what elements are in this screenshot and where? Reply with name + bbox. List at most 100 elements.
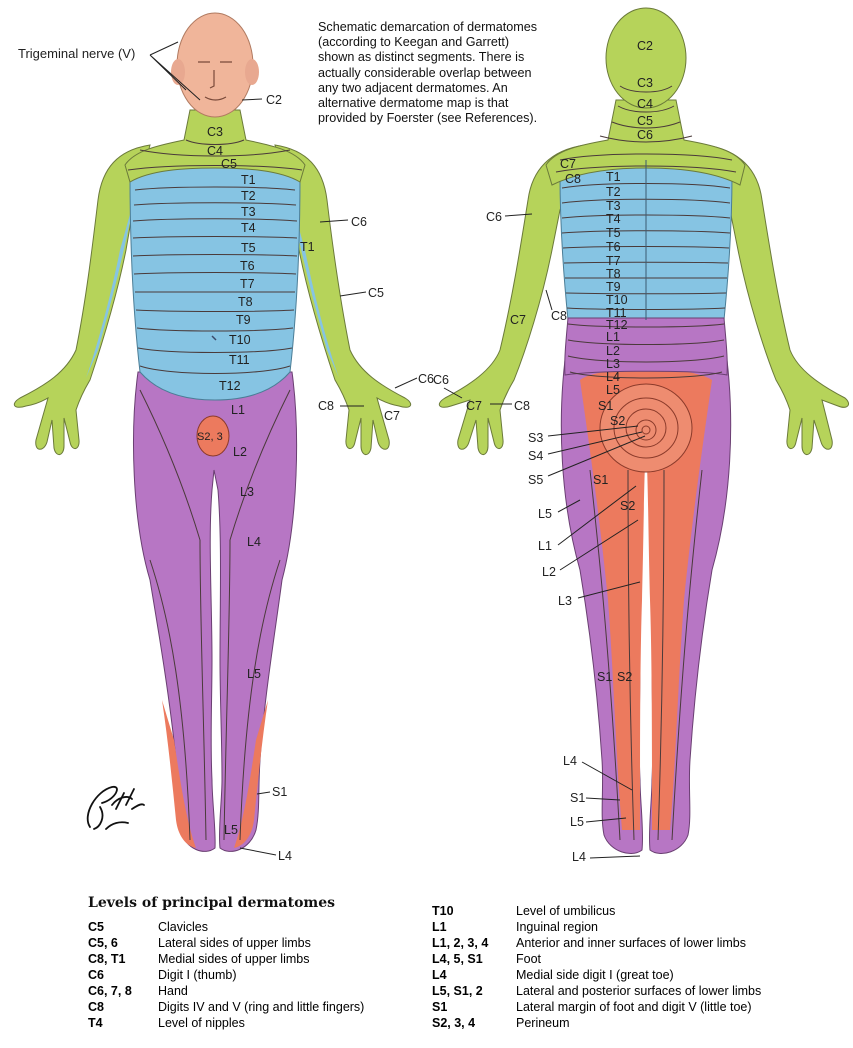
legend-desc: Foot	[516, 952, 542, 966]
front-pointer-lines	[149, 41, 418, 856]
label-back-arm-c8: C8	[551, 309, 567, 323]
label-back-t7: T7	[606, 254, 621, 268]
label-back-t11: T11	[606, 306, 627, 320]
label-trigeminal: Trigeminal nerve (V)	[18, 46, 135, 61]
front-umbilicus	[211, 335, 217, 341]
label-front-t5: T5	[241, 241, 256, 255]
legend-code: C6	[88, 968, 104, 982]
label-back-c7: C7	[560, 157, 576, 171]
front-left-arm-t1	[86, 200, 134, 378]
label-back-t8: T8	[606, 267, 621, 281]
front-right-arm-t1	[291, 200, 339, 378]
label-front-t9: T9	[236, 313, 251, 327]
legend-code: S1	[432, 1000, 448, 1014]
front-left-ear	[171, 59, 185, 85]
legend-code: L1	[432, 920, 447, 934]
label-front-arm-c6: C6	[351, 215, 367, 229]
front-torso-bands	[132, 186, 298, 374]
legend-desc: Hand	[158, 984, 188, 998]
legend-code: T10	[432, 904, 454, 918]
label-front-l5: L5	[247, 667, 261, 681]
front-right-ear	[245, 59, 259, 85]
legend-desc: Level of nipples	[158, 1016, 245, 1030]
label-back-leg-l3: L3	[558, 594, 572, 608]
label-back-hand-c8: C8	[514, 399, 530, 413]
label-back-t2: T2	[606, 185, 621, 199]
note-line: (according to Keegan and Garrett)	[318, 35, 510, 50]
front-left-arm	[13, 144, 151, 455]
legend-desc: Perineum	[516, 1016, 570, 1030]
label-front-l1: L1	[231, 403, 245, 417]
label-back-c4: C4	[637, 97, 653, 111]
legend-code: T4	[88, 1016, 103, 1030]
label-back-calf-s2: S2	[617, 670, 632, 684]
legend-desc: Medial side digit I (great toe)	[516, 968, 674, 982]
label-front-l4: L4	[247, 535, 261, 549]
label-front-arm-c5: C5	[368, 286, 384, 300]
legend-code: C5, 6	[88, 936, 118, 950]
label-front-c3: C3	[207, 125, 223, 139]
legend-desc: Digit I (thumb)	[158, 968, 237, 982]
note-line: actually considerable overlap between	[318, 65, 532, 80]
legend-desc: Level of umbilicus	[516, 904, 616, 918]
label-front-t12: T12	[219, 379, 241, 393]
back-sacral-rings	[599, 383, 693, 473]
legend-desc: Inguinal region	[516, 920, 599, 934]
back-left-arm	[438, 144, 586, 455]
label-back-calf-s1: S1	[597, 670, 612, 684]
label-back-arm-c6: C6	[486, 210, 502, 224]
label-front-t2: T2	[241, 189, 256, 203]
label-back-leg-s2: S2	[620, 499, 635, 513]
label-back-arm-c7: C7	[510, 313, 526, 327]
front-leg-s1-left	[162, 700, 196, 848]
label-back-leg-s1: S1	[593, 473, 608, 487]
back-right-arm	[704, 144, 849, 455]
legend-desc: Lateral sides of upper limbs	[158, 936, 311, 950]
label-back-t5: T5	[606, 226, 621, 240]
label-front-s23: S2, 3	[197, 431, 223, 443]
label-back-t12: T12	[606, 318, 628, 332]
front-leg-s1-right	[234, 700, 268, 848]
legend-code: L4	[432, 968, 447, 982]
label-back-l1: L1	[606, 330, 620, 344]
front-figure: Trigeminal nerve (V) C2 C3 C4 C5 T1 T2 T…	[13, 12, 434, 863]
label-back-s1: S1	[598, 399, 613, 413]
note-line: Schematic demarcation of dermatomes	[318, 20, 538, 34]
dermatome-figure: Trigeminal nerve (V) C2 C3 C4 C5 T1 T2 T…	[13, 7, 849, 864]
label-back-foot-l4b: L4	[572, 850, 586, 864]
label-front-l3: L3	[240, 485, 254, 499]
legend-desc: Medial sides of upper limbs	[158, 952, 310, 966]
label-front-t4: T4	[241, 221, 256, 235]
label-back-t6: T6	[606, 240, 621, 254]
front-face	[198, 61, 232, 101]
label-back-hand-c6: C6	[433, 373, 449, 387]
label-front-l5-foot: L5	[224, 823, 238, 837]
label-front-c2: C2	[266, 93, 282, 107]
legend-code: L1, 2, 3, 4	[432, 936, 489, 950]
label-front-t8: T8	[238, 295, 253, 309]
label-back-t1: T1	[606, 170, 621, 184]
label-back-l2: L2	[606, 344, 620, 358]
label-back-t9: T9	[606, 280, 621, 294]
label-front-l2: L2	[233, 445, 247, 459]
label-front-t6: T6	[240, 259, 255, 273]
legend-code: C6, 7, 8	[88, 984, 132, 998]
front-leg-bands	[139, 389, 291, 841]
note-line: provided by Foerster (see References).	[318, 111, 538, 126]
legend-code: L4, 5, S1	[432, 952, 483, 966]
label-back-c3: C3	[637, 76, 653, 90]
legend-code: C8	[88, 1000, 104, 1014]
note-line: shown as distinct segments. There is	[318, 50, 525, 65]
label-back-hand-c7: C7	[466, 399, 482, 413]
label-back-s2: S2	[610, 414, 625, 428]
label-front-t7: T7	[240, 277, 255, 291]
legend-code: C8, T1	[88, 952, 126, 966]
label-back-foot-l4: L4	[563, 754, 577, 768]
front-neck-bands	[127, 139, 303, 171]
legend-desc: Digits IV and V (ring and little fingers…	[158, 1000, 365, 1014]
label-back-foot-s1: S1	[570, 791, 585, 805]
label-back-s3: S3	[528, 431, 543, 445]
label-front-hand-c6: C6	[418, 372, 434, 386]
back-buttocks-sacral	[580, 368, 712, 830]
legend-desc: Clavicles	[158, 920, 209, 934]
